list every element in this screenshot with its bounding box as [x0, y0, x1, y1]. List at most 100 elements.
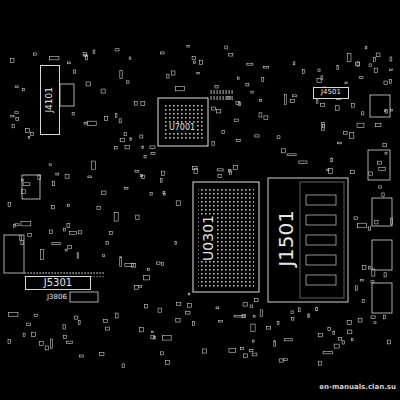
smd-part — [255, 135, 259, 137]
smd-part — [150, 146, 155, 149]
smd-part — [371, 281, 374, 283]
smd-part — [194, 168, 198, 173]
smd-part — [365, 46, 367, 49]
smd-part — [308, 314, 310, 317]
smd-part — [162, 171, 165, 175]
smd-part — [156, 262, 160, 264]
smd-part — [124, 188, 128, 190]
smd-part — [21, 241, 23, 245]
smd-part — [251, 91, 254, 93]
smd-part — [369, 64, 371, 67]
smd-part — [162, 336, 171, 340]
smd-part — [318, 69, 320, 71]
smd-part — [161, 352, 164, 355]
smd-part — [65, 175, 69, 179]
smd-part — [167, 74, 169, 78]
smd-part — [177, 303, 181, 306]
smd-part — [86, 82, 90, 86]
smd-part — [348, 330, 352, 334]
smd-part — [362, 265, 365, 269]
smd-part — [27, 323, 31, 326]
smd-part — [287, 154, 296, 156]
smd-part — [120, 70, 122, 78]
smd-part — [120, 257, 122, 267]
smd-part — [237, 77, 239, 79]
smd-part — [356, 62, 360, 66]
smd-part — [243, 303, 247, 306]
smd-part — [216, 307, 219, 309]
watermark: en-manuals.clan.su — [319, 383, 396, 391]
smd-part — [277, 322, 279, 325]
smd-part — [357, 123, 364, 127]
smd-part — [200, 60, 203, 64]
smd-part — [321, 103, 325, 106]
smd-part — [45, 346, 48, 350]
smd-part — [216, 109, 220, 113]
smd-part — [158, 308, 162, 312]
smd-part — [52, 242, 60, 244]
smd-part — [110, 231, 113, 234]
smd-part — [351, 103, 354, 107]
smd-part — [101, 191, 105, 195]
smd-part — [114, 147, 117, 149]
smd-part — [385, 110, 387, 113]
smd-part — [172, 71, 175, 75]
component-outline: J4101 — [40, 65, 60, 135]
reference-designator: J3806 — [46, 294, 68, 301]
smd-part — [358, 318, 362, 322]
smd-part — [49, 230, 52, 234]
smd-part — [151, 152, 155, 154]
smd-part — [79, 321, 81, 325]
smd-part — [316, 308, 318, 311]
smd-part — [197, 72, 200, 74]
smd-part — [144, 155, 146, 158]
smd-part — [233, 165, 237, 169]
smd-part — [102, 255, 104, 257]
smd-part — [333, 331, 335, 334]
smd-part — [291, 317, 294, 320]
smd-part — [9, 312, 18, 316]
smd-part — [328, 327, 331, 330]
smd-part — [228, 169, 231, 172]
smd-part — [15, 86, 18, 88]
smd-part — [101, 89, 105, 93]
smd-part — [88, 121, 97, 125]
smd-part — [130, 138, 132, 141]
smd-part — [331, 158, 333, 162]
smd-part — [298, 308, 300, 312]
smd-part — [52, 181, 54, 185]
smd-part — [11, 115, 14, 117]
smd-part — [88, 176, 92, 178]
component-outline: J5301 — [25, 276, 91, 291]
smd-part — [127, 81, 129, 83]
smd-part — [160, 178, 162, 182]
smd-part — [293, 95, 297, 97]
smd-part — [259, 113, 262, 117]
smd-part — [67, 224, 70, 228]
smd-part — [384, 315, 386, 319]
smd-part — [222, 130, 224, 133]
smd-part — [291, 311, 294, 314]
smd-part — [193, 61, 195, 63]
smd-part — [176, 319, 180, 322]
smd-part — [140, 174, 142, 176]
smd-part — [350, 170, 354, 174]
smd-part — [262, 78, 264, 82]
reference-designator: U7001 — [168, 124, 196, 132]
smd-part — [274, 341, 276, 347]
component-outline: U7001 — [165, 122, 199, 134]
smd-part — [359, 77, 363, 79]
smd-part — [240, 348, 243, 350]
smd-part — [374, 322, 376, 324]
smd-part — [119, 119, 121, 123]
smd-part — [68, 246, 72, 249]
reference-designator: U0301 — [200, 215, 217, 261]
smd-part — [375, 123, 381, 126]
smd-part — [244, 354, 248, 358]
smd-part — [140, 135, 143, 138]
smd-part — [344, 132, 348, 135]
smd-part — [355, 286, 357, 290]
smd-part — [379, 167, 385, 170]
smd-part — [12, 124, 14, 127]
smd-part — [16, 117, 19, 120]
